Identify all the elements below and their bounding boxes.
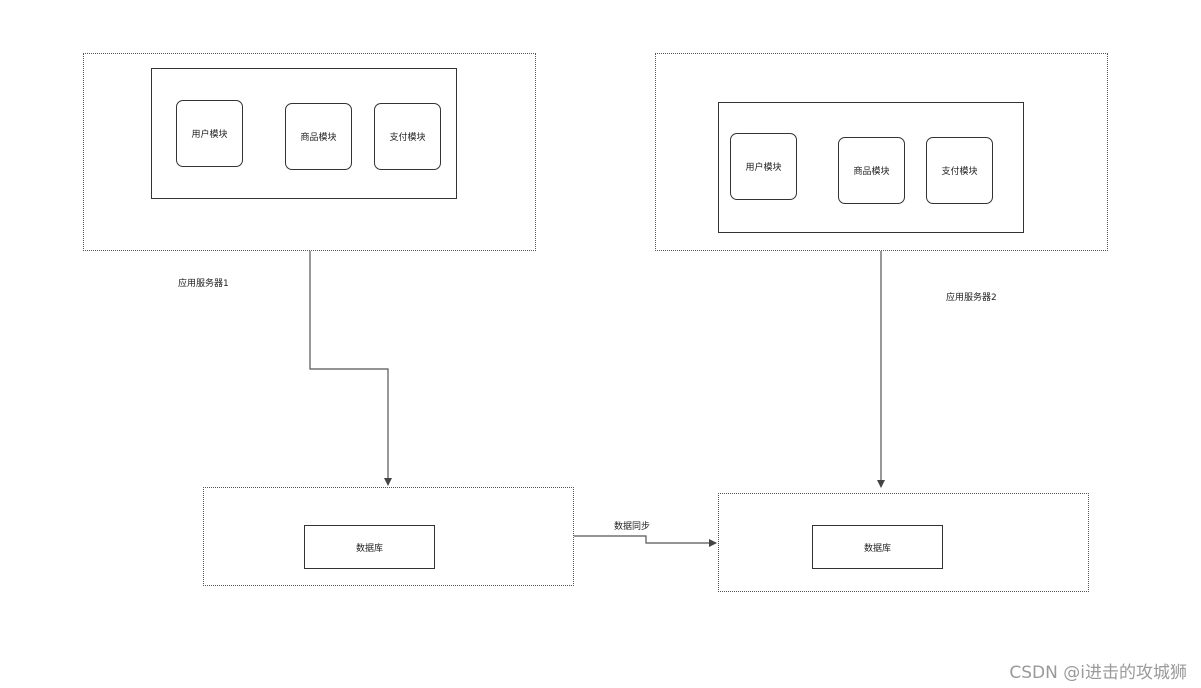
server1-label: 应用服务器1 bbox=[178, 279, 229, 289]
server1-user-module-label: 用户模块 bbox=[191, 130, 228, 140]
db2-label: 数据库 bbox=[863, 543, 891, 554]
server1-product-module-label: 商品模块 bbox=[300, 133, 337, 143]
db2-box: 数据库 bbox=[812, 525, 943, 569]
server1-container bbox=[83, 53, 536, 251]
db-sync-edge bbox=[574, 535, 717, 547]
server1-product-module: 商品模块 bbox=[285, 103, 352, 170]
server1-module-group bbox=[151, 68, 457, 199]
db1-box: 数据库 bbox=[304, 525, 435, 569]
server2-payment-module: 支付模块 bbox=[926, 137, 993, 204]
server2-label: 应用服务器2 bbox=[946, 293, 997, 303]
db1-label: 数据库 bbox=[355, 543, 383, 554]
server1-user-module: 用户模块 bbox=[176, 100, 243, 167]
server2-payment-module-label: 支付模块 bbox=[941, 167, 978, 177]
server2-product-module-label: 商品模块 bbox=[853, 167, 890, 177]
server1-payment-module-label: 支付模块 bbox=[389, 133, 426, 143]
db2-container bbox=[718, 493, 1089, 592]
server2-user-module-label: 用户模块 bbox=[745, 163, 782, 173]
sync-label: 数据同步 bbox=[614, 522, 651, 532]
server2-user-module: 用户模块 bbox=[730, 133, 797, 200]
server2-product-module: 商品模块 bbox=[838, 137, 905, 204]
server2-container bbox=[655, 53, 1108, 251]
server1-to-db1-edge bbox=[309, 251, 392, 486]
db1-container bbox=[203, 487, 574, 586]
server2-module-group bbox=[718, 102, 1024, 233]
server1-payment-module: 支付模块 bbox=[374, 103, 441, 170]
watermark: CSDN @i进击的攻城狮 bbox=[1009, 663, 1187, 683]
